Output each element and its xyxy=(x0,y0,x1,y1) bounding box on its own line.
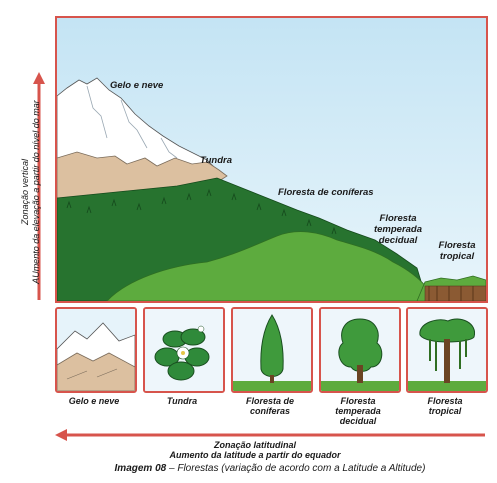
horizontal-axis-subtitle: Aumento da latitude a partir do equador xyxy=(169,450,341,460)
landscape-panel xyxy=(55,16,488,303)
horizontal-axis-title: Zonação latitudinal xyxy=(213,440,296,450)
tropical-tree-icon xyxy=(408,309,486,391)
horizontal-axis-arrow xyxy=(55,429,485,441)
landscape-illustration xyxy=(57,18,486,301)
deciduous-hill xyxy=(106,231,433,301)
tile-caption-conifer: Floresta de coníferas xyxy=(225,396,315,416)
tile-caption-tropical-line2: tropical xyxy=(428,406,462,416)
tile-caption-tropical-line1: Floresta xyxy=(427,396,463,406)
zone-label-tropical-line1: Floresta xyxy=(438,240,476,251)
tile-caption-temperate-line1: Floresta xyxy=(340,396,376,406)
tile-caption-conifer-line2: coníferas xyxy=(249,406,291,416)
zone-label-temperate-forest: Floresta temperada decidual xyxy=(368,213,428,246)
vertical-axis-title: Zonação vertical xyxy=(20,158,30,226)
mountain-snow-icon xyxy=(57,309,135,391)
tile-caption-temperate-line2: temperada xyxy=(335,406,381,416)
tile-tundra xyxy=(143,307,225,393)
tundra-plant-icon xyxy=(145,309,223,391)
tile-caption-ice-snow: Gelo e neve xyxy=(68,396,120,406)
tile-temperate xyxy=(319,307,401,393)
zone-label-tropical-line2: tropical xyxy=(439,251,475,262)
vertical-axis-label: Zonação vertical AUmento da elevação a p… xyxy=(20,97,42,287)
figure-caption-label: Imagem 08 xyxy=(114,463,167,474)
vertical-axis-arrow xyxy=(33,72,45,300)
tile-caption-tropical: Floresta tropical xyxy=(400,396,490,416)
horizontal-axis-label: Zonação latitudinal Aumento da latitude … xyxy=(140,440,370,460)
tile-caption-tundra: Tundra xyxy=(166,396,198,406)
tile-ice-snow xyxy=(55,307,137,393)
tile-conifer xyxy=(231,307,313,393)
zone-label-ice-snow: Gelo e neve xyxy=(110,80,164,91)
tile-caption-temperate: Floresta temperada decidual xyxy=(313,396,403,426)
zone-label-tropical-forest: Floresta tropical xyxy=(432,240,482,262)
zone-label-conifer-forest: Floresta de coníferas xyxy=(278,187,374,198)
zone-label-tundra: Tundra xyxy=(200,155,233,166)
snow-peak xyxy=(57,77,216,169)
vertical-axis-subtitle: AUmento da elevação a partir do nível do… xyxy=(31,100,41,284)
zone-label-temperate-line2: temperada xyxy=(373,224,423,235)
figure-caption: Imagem 08 – Florestas (variação de acord… xyxy=(60,463,480,474)
zone-label-temperate-line3: decidual xyxy=(378,235,418,246)
conifer-tree-icon xyxy=(233,309,311,391)
tile-caption-temperate-line3: decidual xyxy=(339,416,377,426)
tile-tropical xyxy=(406,307,488,393)
tile-caption-conifer-line1: Floresta de xyxy=(245,396,294,406)
zone-label-temperate-line1: Floresta xyxy=(379,213,417,224)
figure-caption-text: – Florestas (variação de acordo com a La… xyxy=(166,463,426,474)
deciduous-tree-icon xyxy=(321,309,399,391)
